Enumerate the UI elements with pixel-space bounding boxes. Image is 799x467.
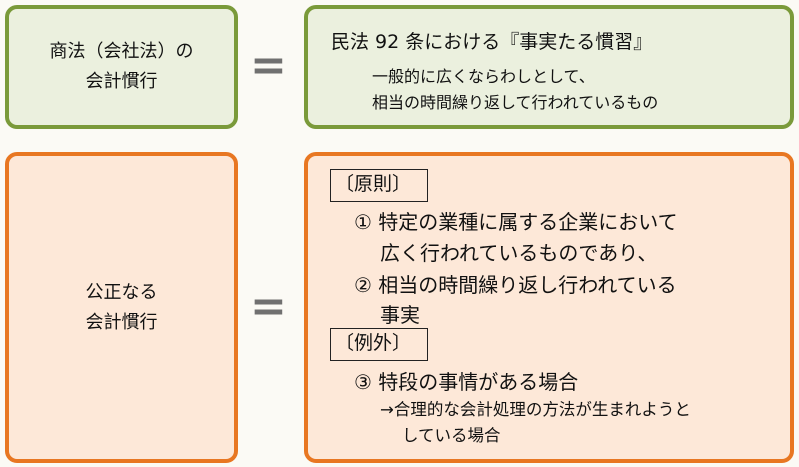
label-line: 公正なる xyxy=(85,281,158,303)
note-line: している場合 xyxy=(402,426,501,445)
custom-line: 一般的に広くならわしとして、 xyxy=(372,67,595,86)
item-3: ③ 特段の事情がある場合 xyxy=(354,370,579,394)
item-2-cont: 事実 xyxy=(380,303,420,327)
label-line: 商法（会社法）の xyxy=(49,41,194,62)
equals-sign: = xyxy=(250,40,287,91)
principle-label: 〔原則〕 xyxy=(330,169,428,202)
custom-line: 相当の時間繰り返して行われているもの xyxy=(372,93,659,112)
note-line: →合理的な会計処理の方法が生まれようと xyxy=(380,400,691,419)
item-1-cont: 広く行われているものであり、 xyxy=(380,241,658,265)
exception-label: 〔例外〕 xyxy=(330,328,428,361)
item-1: ① 特定の業種に属する企業において xyxy=(354,210,678,234)
custom-title: 民法 92 条における『事実たる慣習』 xyxy=(331,31,653,53)
item-2: ② 相当の時間繰り返し行われている xyxy=(354,273,677,297)
commercial-law-practice-box: 商法（会社法）の 会計慣行 xyxy=(5,5,238,129)
equals-sign: = xyxy=(250,281,287,332)
label-line: 会計慣行 xyxy=(85,71,158,92)
civil-law-custom-box: 民法 92 条における『事実たる慣習』 一般的に広くならわしとして、 相当の時間… xyxy=(304,5,794,129)
label-line: 会計慣行 xyxy=(85,311,158,333)
definition-box: 〔原則〕 ① 特定の業種に属する企業において 広く行われているものであり、 ② … xyxy=(304,152,794,463)
fair-accounting-practice-box: 公正なる 会計慣行 xyxy=(5,152,238,463)
